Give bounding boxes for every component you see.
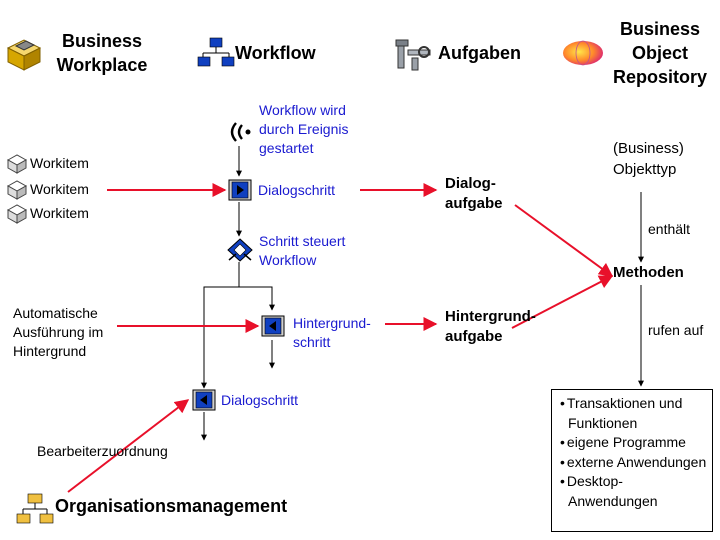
dialog-step-icon[interactable] [228, 179, 252, 201]
list-item: Desktop-Anwendungen [556, 472, 712, 511]
agent-assignment-label: Bearbeiterzuordnung [37, 443, 168, 459]
bor-object-type: (Business)Objekttyp [613, 140, 684, 178]
list-item: externe Anwendungen [556, 453, 712, 473]
list-item: eigene Programme [556, 433, 712, 453]
org-management-label: Organisationsmanagement [55, 496, 288, 516]
workflow-background-step: Hintergrund-schritt [293, 315, 371, 350]
tasks-tools-icon [395, 39, 431, 71]
flow-split [203, 286, 275, 380]
workflow-dialog-step-2: Dialogschritt [221, 392, 299, 408]
arrow-org-to-dialog [67, 399, 190, 493]
workplace-inbox-icon [6, 39, 42, 71]
workitem-label: Workitem [30, 155, 89, 171]
background-task-label: Hintergrund-aufgabe [445, 308, 536, 345]
workitem-envelope-icon [6, 154, 28, 174]
list-item: Transaktionen und Funktionen [556, 394, 712, 433]
header-workflow: Workflow [235, 43, 316, 63]
control-step-icon[interactable] [227, 238, 253, 262]
workflow-hierarchy-icon [197, 37, 235, 67]
workitem-label: Workitem [30, 181, 89, 197]
bor-implementation-list: Transaktionen und Funktionen eigene Prog… [551, 389, 713, 532]
event-signal-icon [230, 122, 251, 142]
header-aufgaben: Aufgaben [438, 43, 521, 63]
background-step-icon[interactable] [261, 315, 285, 337]
dialog-step-icon[interactable] [192, 389, 216, 411]
bor-contains-label: enthält [648, 221, 691, 237]
bor-call-label: rufen auf [648, 322, 704, 338]
arrow-dialog-task-to-methods [514, 204, 614, 277]
workitem-envelope-icon [6, 204, 28, 224]
workitem-envelope-icon [6, 180, 28, 200]
workflow-dialog-step-1: Dialogschritt [258, 182, 336, 198]
org-chart-icon [16, 493, 54, 524]
bor-methods-label: Methoden [613, 264, 684, 281]
dialog-task-label: Dialog-aufgabe [445, 175, 503, 212]
bor-sphere-icon [563, 40, 603, 66]
arrow-background-task-to-methods [511, 275, 614, 329]
workitem-label: Workitem [30, 205, 89, 221]
